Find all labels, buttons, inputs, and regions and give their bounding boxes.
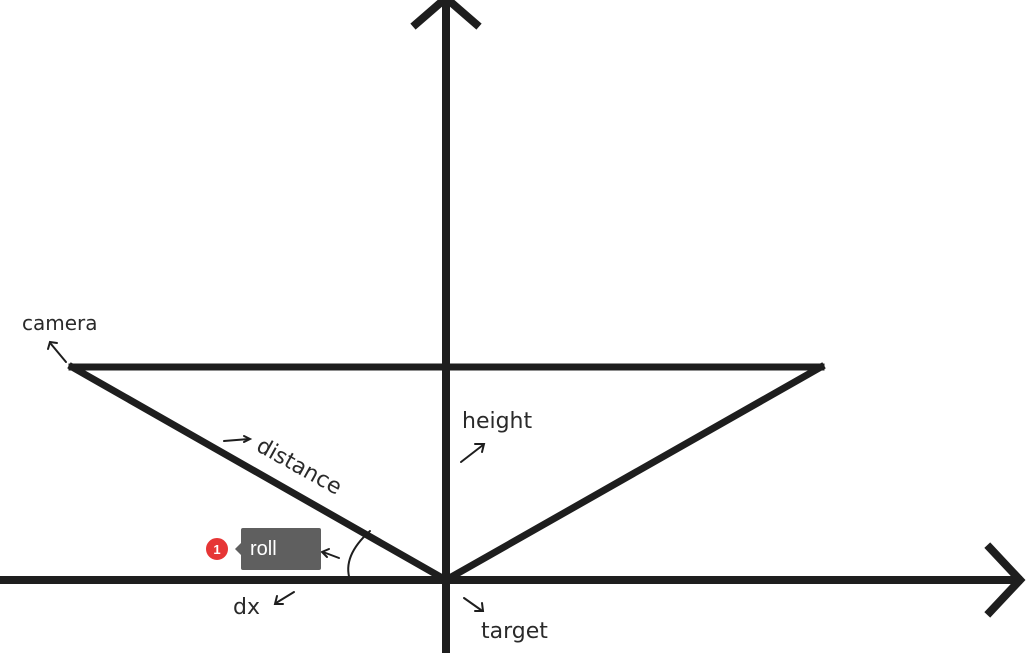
target-label: target: [481, 619, 548, 644]
height-pointer-arrow: [460, 443, 486, 463]
dx-pointer-arrow: [273, 591, 295, 605]
dx-label: dx: [233, 595, 260, 620]
height-label: height: [462, 409, 532, 434]
annotation-number-badge[interactable]: 1: [204, 536, 230, 562]
roll-pointer-arrow: [320, 548, 340, 559]
horizontal-axis-arrowhead: [984, 542, 1026, 618]
right-edge: [441, 362, 826, 585]
camera-label: camera: [22, 311, 98, 335]
distance-label: distance: [252, 433, 346, 500]
annotation-marker[interactable]: 1 roll: [204, 528, 321, 570]
target-pointer-arrow: [463, 597, 485, 612]
angle-arc: [347, 530, 371, 581]
camera-pointer-arrow: [47, 340, 67, 363]
annotation-roll-tag[interactable]: roll: [235, 528, 321, 570]
distance-pointer-arrow: [223, 435, 253, 443]
distance-edge: [67, 362, 451, 585]
vertical-axis-arrowhead: [410, 0, 482, 30]
